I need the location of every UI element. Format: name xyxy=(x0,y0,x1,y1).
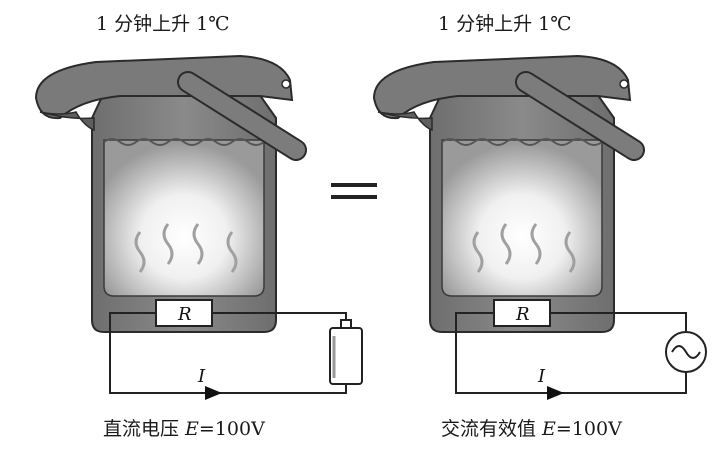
right-resistor-label: R xyxy=(515,304,530,325)
dc-voltage-label: 直流电压 E=100V xyxy=(103,418,265,440)
ac-label-value: =100V xyxy=(555,418,622,440)
right-current-label: I xyxy=(537,366,546,387)
equals-sign xyxy=(331,183,381,205)
right-current-arrow xyxy=(547,386,564,400)
ac-label-var: E xyxy=(542,418,556,440)
left-current-label: I xyxy=(197,366,206,387)
right-kettle xyxy=(374,56,634,332)
left-resistor-label: R xyxy=(177,304,192,325)
dc-label-value: =100V xyxy=(198,418,265,440)
ac-voltage-label: 交流有效值 E=100V xyxy=(441,418,622,440)
ac-label-text: 交流有效值 xyxy=(441,418,543,440)
dc-label-var: E xyxy=(185,418,199,440)
right-caption: 1 分钟上升 1℃ xyxy=(438,13,572,35)
ac-source xyxy=(665,331,707,373)
left-battery xyxy=(329,319,363,385)
left-caption: 1 分钟上升 1℃ xyxy=(96,13,230,35)
left-kettle xyxy=(36,56,296,332)
right-circuit xyxy=(455,312,687,394)
left-current-arrow xyxy=(205,386,222,400)
dc-label-text: 直流电压 xyxy=(103,418,186,440)
